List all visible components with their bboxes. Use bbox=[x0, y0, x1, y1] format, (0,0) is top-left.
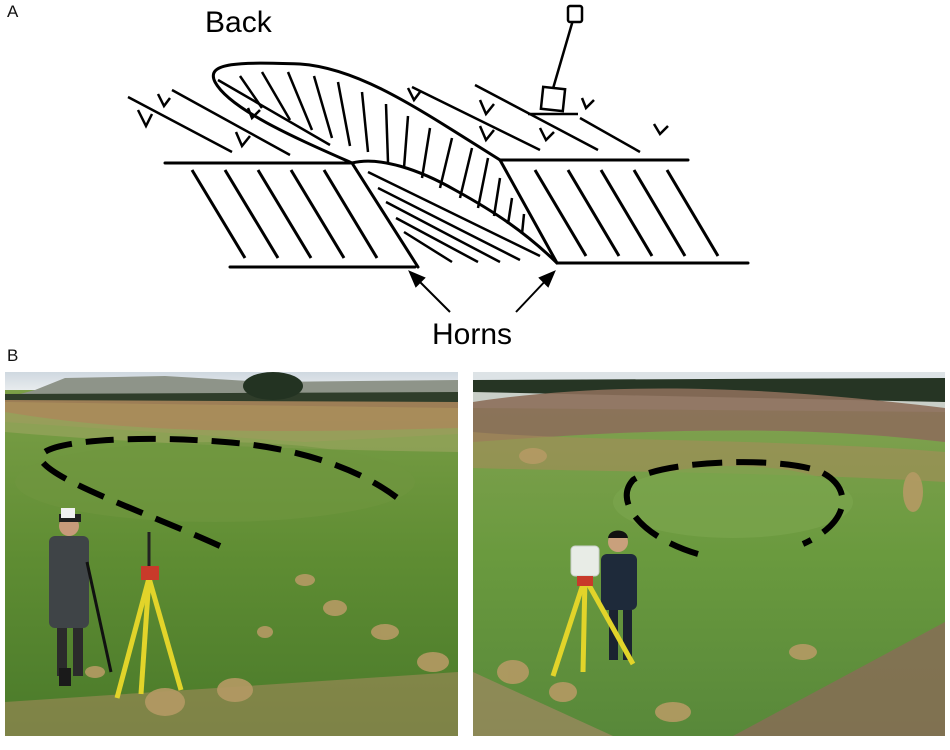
hollow-floor-curve bbox=[350, 159, 559, 265]
right-block-hatching bbox=[533, 169, 720, 257]
tree bbox=[243, 372, 303, 400]
heather-foreground bbox=[733, 622, 945, 736]
back-scarp-outline bbox=[211, 61, 502, 165]
laser-scanner bbox=[570, 545, 600, 577]
tripod-head bbox=[577, 576, 593, 586]
field-photo-left bbox=[5, 372, 458, 736]
grass-tussocks bbox=[85, 574, 449, 716]
tripod bbox=[550, 576, 636, 677]
landslide-schematic-diagram: Back Horns bbox=[127, 4, 750, 350]
downslope-arrows bbox=[136, 87, 669, 149]
surveyor-person bbox=[49, 508, 113, 686]
heather-slope bbox=[473, 388, 945, 442]
left-block-hatching bbox=[190, 169, 379, 259]
back-scarp-hatching bbox=[238, 71, 526, 235]
tripod bbox=[114, 577, 184, 699]
panel-label-b: B bbox=[7, 346, 19, 365]
hollow-depression bbox=[613, 466, 853, 538]
tripod-head bbox=[141, 566, 159, 580]
horns-pointer-arrows bbox=[408, 270, 556, 313]
horns-label: Horns bbox=[432, 318, 512, 350]
spade-icon bbox=[528, 4, 584, 116]
left-scarp-edge bbox=[350, 161, 420, 269]
hollow-floor-hatching bbox=[367, 170, 541, 264]
surveyor-person bbox=[601, 530, 637, 660]
panel-label-a: A bbox=[7, 2, 19, 21]
back-label: Back bbox=[205, 6, 273, 39]
slope-direction-lines bbox=[127, 78, 641, 157]
field-photo-right bbox=[473, 372, 945, 736]
right-scarp-edge bbox=[498, 158, 559, 265]
grass-tussocks bbox=[497, 448, 923, 722]
sky bbox=[473, 372, 945, 382]
hollow-depression bbox=[15, 442, 415, 522]
